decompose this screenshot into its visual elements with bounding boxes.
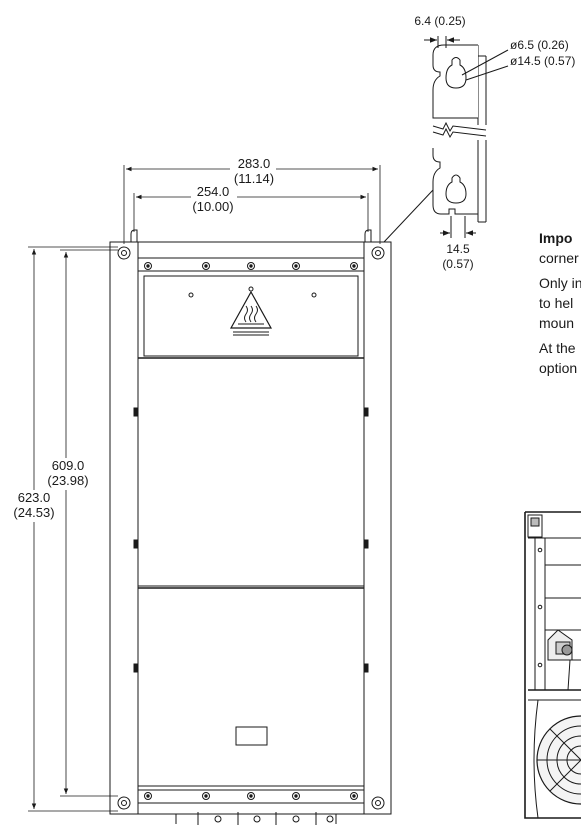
slot-height-mm: 14.5 [446, 242, 470, 256]
keyhole-top-right [371, 246, 385, 260]
note-line-1: Impo [539, 230, 573, 246]
hole-large-label: ø14.5 (0.57) [510, 54, 575, 68]
keyhole-bottom-right [371, 796, 385, 810]
note-line-5: moun [539, 315, 575, 331]
keyhole-top-left [117, 246, 131, 260]
note-line-3: Only in [539, 275, 581, 291]
label-plate [235, 726, 268, 746]
inner-width-in: (10.00) [192, 199, 233, 214]
drive-body [137, 257, 365, 804]
note-line-7: option [539, 360, 578, 376]
enclosure-front-view [109, 229, 392, 825]
outer-width-mm: 283.0 [238, 156, 271, 171]
note-line-6: At the [539, 340, 576, 356]
top-cover-panel [143, 275, 359, 357]
outer-height-mm: 623.0 [18, 490, 51, 505]
important-note: Impo [539, 229, 572, 247]
inner-width-mm: 254.0 [197, 184, 230, 199]
keyhole-bottom-left [117, 796, 131, 810]
note-line-2: corner [539, 250, 579, 266]
height-dimensions [28, 246, 118, 812]
side-latches [133, 407, 369, 673]
bottom-terminals [175, 812, 337, 825]
note-line-4: to hel [539, 295, 574, 311]
hole-small-label: ø6.5 (0.26) [510, 38, 569, 52]
outer-height-in: (24.53) [13, 505, 54, 520]
lower-front-panel [137, 587, 365, 787]
keyhole-detail-view [383, 36, 509, 243]
outer-width-in: (11.14) [234, 171, 274, 186]
slot-width-label: 6.4 (0.25) [414, 14, 465, 28]
screw-row-bottom [144, 792, 358, 800]
hot-surface-warning-icon [229, 286, 273, 336]
inner-height-mm: 609.0 [52, 458, 85, 473]
screw-row-top [144, 262, 358, 270]
slot-height-in: (0.57) [442, 257, 473, 271]
inner-height-in: (23.98) [47, 473, 88, 488]
drive-photo-partial [524, 511, 581, 819]
